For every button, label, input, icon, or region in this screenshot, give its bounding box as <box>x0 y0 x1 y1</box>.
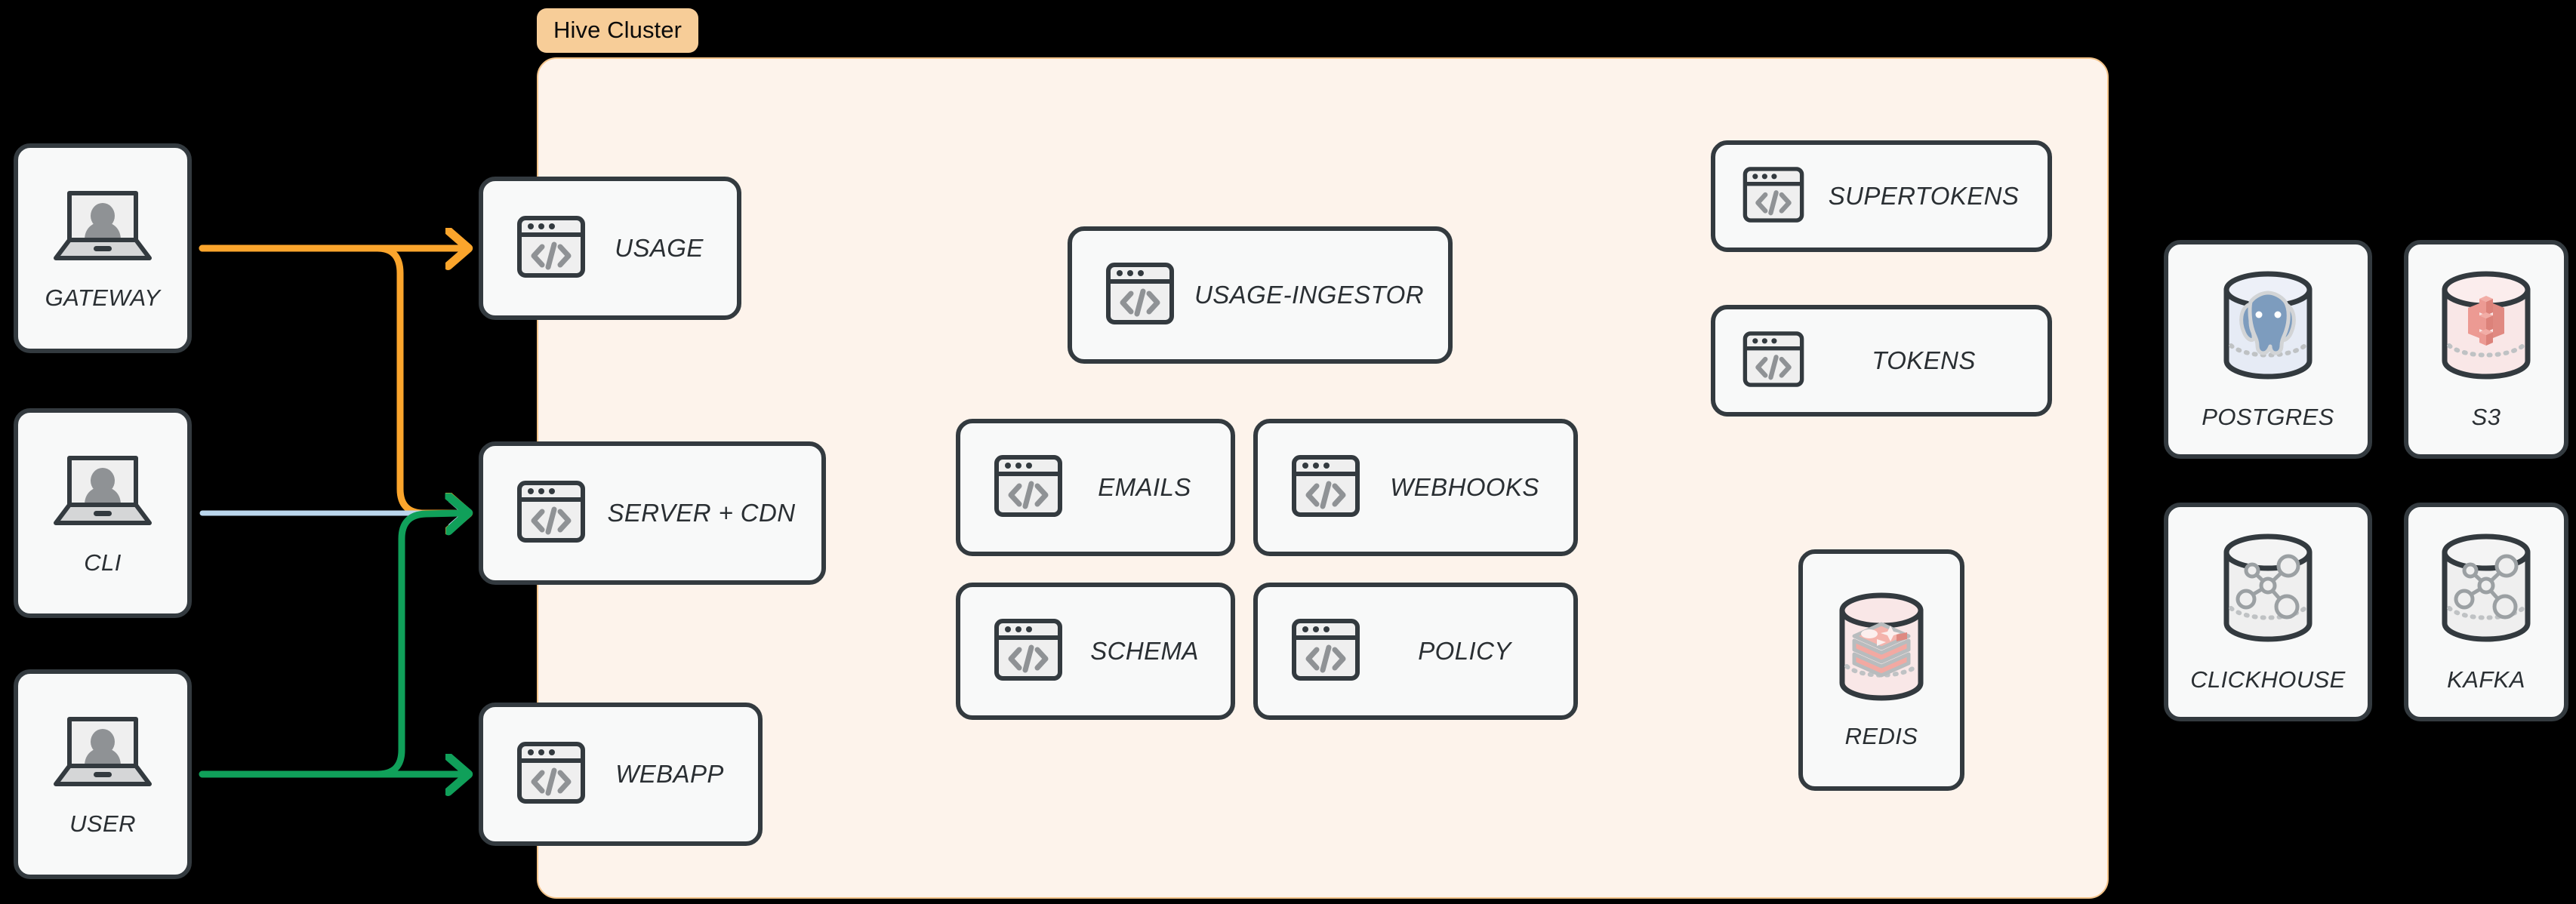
code-window-icon <box>1104 257 1176 334</box>
laptop-user-icon <box>51 712 154 794</box>
datastore-card-s3[interactable]: S3 <box>2404 240 2568 459</box>
datastore-card-clickhouse[interactable]: CLICKHOUSE <box>2164 503 2372 721</box>
datastore-card-postgres[interactable]: POSTGRES <box>2164 240 2372 459</box>
code-window-icon <box>992 613 1065 690</box>
code-window-icon <box>515 475 587 552</box>
service-label: POLICY <box>1418 637 1511 665</box>
code-window-icon <box>1290 450 1362 526</box>
service-card-supertokens[interactable]: SUPERTOKENS <box>1711 140 2052 252</box>
redis-database-icon <box>1832 591 1931 706</box>
code-window-icon <box>1290 613 1362 690</box>
datastore-label: KAFKA <box>2447 666 2525 693</box>
service-label: SERVER + CDN <box>607 499 796 527</box>
code-window-icon <box>1741 327 1806 395</box>
actor-label: GATEWAY <box>45 284 161 311</box>
laptop-user-icon <box>51 450 154 533</box>
service-card-tokens[interactable]: TOKENS <box>1711 305 2052 417</box>
service-card-policy[interactable]: POLICY <box>1253 583 1578 720</box>
datastore-label: CLICKHOUSE <box>2190 666 2346 693</box>
actor-card-user[interactable]: USER <box>14 669 192 879</box>
edge-gateway-to-server-cdn <box>199 244 459 513</box>
service-card-usage[interactable]: USAGE <box>479 177 741 320</box>
service-card-webhooks[interactable]: WEBHOOKS <box>1253 419 1578 556</box>
service-card-server-cdn[interactable]: SERVER + CDN <box>479 441 826 585</box>
actor-label: CLI <box>84 549 122 576</box>
s3-database-icon <box>2433 269 2540 387</box>
hive-cluster-label: Hive Cluster <box>537 8 699 53</box>
service-card-webapp[interactable]: WEBAPP <box>479 703 763 846</box>
actor-card-gateway[interactable]: GATEWAY <box>14 143 192 353</box>
generic-database-icon <box>2214 531 2322 650</box>
service-label: WEBHOOKS <box>1390 473 1539 501</box>
actor-label: USER <box>69 810 136 837</box>
service-label: WEBAPP <box>615 760 724 788</box>
edge-user-to-server-cdn <box>199 513 459 778</box>
laptop-user-icon <box>51 186 154 268</box>
service-card-usage-ingestor[interactable]: USAGE-INGESTOR <box>1068 226 1453 364</box>
service-card-schema[interactable]: SCHEMA <box>956 583 1235 720</box>
service-label: SCHEMA <box>1090 637 1199 665</box>
datastore-label: S3 <box>2471 403 2501 430</box>
datastore-label: POSTGRES <box>2202 403 2334 430</box>
postgres-database-icon <box>2214 269 2322 387</box>
service-label: USAGE-INGESTOR <box>1194 281 1424 309</box>
datastore-card-kafka[interactable]: KAFKA <box>2404 503 2568 721</box>
service-label: USAGE <box>615 234 704 262</box>
code-window-icon <box>515 736 587 813</box>
code-window-icon <box>1741 162 1806 231</box>
service-label: EMAILS <box>1098 473 1191 501</box>
datastore-label: REDIS <box>1844 722 1918 749</box>
service-label: TOKENS <box>1872 346 1976 374</box>
actor-card-cli[interactable]: CLI <box>14 408 192 618</box>
service-label: SUPERTOKENS <box>1828 182 2020 210</box>
datastore-card-redis[interactable]: REDIS <box>1798 549 1964 791</box>
service-card-emails[interactable]: EMAILS <box>956 419 1235 556</box>
generic-database-icon <box>2433 531 2540 650</box>
code-window-icon <box>515 211 587 287</box>
code-window-icon <box>992 450 1065 526</box>
